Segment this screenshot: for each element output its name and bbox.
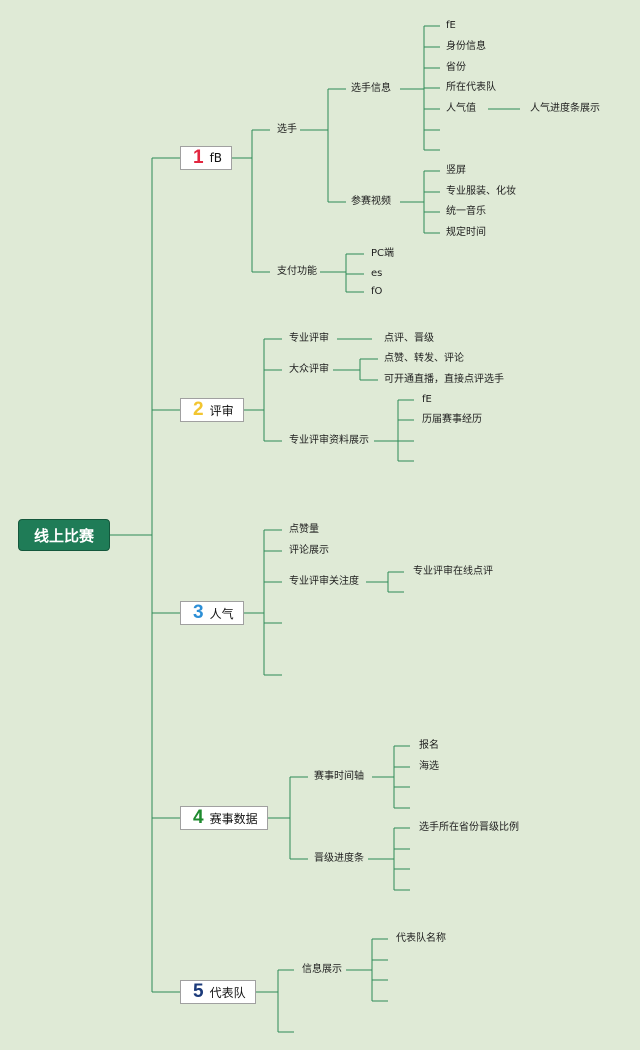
branch-3-number: 3: [193, 602, 204, 623]
node-profile-fe[interactable]: fE: [422, 394, 432, 405]
node-past-events[interactable]: 历届赛事经历: [422, 414, 482, 425]
node-identity-info[interactable]: 身份信息: [446, 41, 486, 52]
node-video[interactable]: 参赛视频: [351, 196, 391, 207]
node-likes[interactable]: 点赞量: [289, 524, 319, 535]
node-music[interactable]: 统一音乐: [446, 206, 486, 217]
branch-1-node[interactable]: 1 fB: [180, 146, 232, 170]
node-public-judge[interactable]: 大众评审: [289, 364, 329, 375]
node-time[interactable]: 规定时间: [446, 227, 486, 238]
branch-3-node[interactable]: 3 人气: [180, 601, 244, 625]
node-team-name[interactable]: 代表队名称: [396, 933, 446, 944]
node-fo[interactable]: fO: [371, 286, 383, 297]
node-info-fe[interactable]: fE: [446, 20, 456, 31]
node-province-ratio[interactable]: 选手所在省份晋级比例: [419, 822, 519, 833]
node-pro-profile[interactable]: 专业评审资料展示: [289, 435, 369, 446]
node-info-display[interactable]: 信息展示: [302, 964, 342, 975]
node-costume[interactable]: 专业服装、化妆: [446, 186, 516, 197]
node-player[interactable]: 选手: [277, 124, 297, 135]
node-comments[interactable]: 评论展示: [289, 545, 329, 556]
branch-2-node[interactable]: 2 评审: [180, 398, 244, 422]
node-popularity-value[interactable]: 人气值: [446, 103, 476, 114]
node-attention[interactable]: 专业评审关注度: [289, 576, 359, 587]
branch-4-number: 4: [193, 807, 204, 828]
node-pc[interactable]: PC端: [371, 248, 395, 259]
node-team[interactable]: 所在代表队: [446, 82, 496, 93]
node-live[interactable]: 可开通直播，直接点评选手: [384, 374, 504, 385]
node-pro-judge[interactable]: 专业评审: [289, 333, 329, 344]
branch-1-number: 1: [193, 147, 204, 168]
branch-2-label: 评审: [209, 403, 234, 418]
node-popularity-bar[interactable]: 人气进度条展示: [530, 103, 600, 114]
branch-4-label: 赛事数据: [209, 811, 258, 826]
branch-4-node[interactable]: 4 赛事数据: [180, 806, 268, 830]
node-payment[interactable]: 支付功能: [277, 266, 317, 277]
root-node[interactable]: 线上比赛: [18, 519, 110, 551]
node-timeline[interactable]: 赛事时间轴: [314, 771, 364, 782]
branch-1-label: fB: [209, 151, 223, 165]
node-player-info[interactable]: 选手信息: [351, 83, 391, 94]
node-audition[interactable]: 海选: [419, 761, 439, 772]
node-online-review[interactable]: 专业评审在线点评: [413, 566, 493, 577]
branch-5-node[interactable]: 5 代表队: [180, 980, 256, 1004]
branch-5-number: 5: [193, 981, 204, 1002]
node-vertical-screen[interactable]: 竖屏: [446, 165, 466, 176]
node-es[interactable]: es: [371, 268, 383, 279]
branch-5-label: 代表队: [209, 985, 246, 1000]
node-comment-promote[interactable]: 点评、晋级: [384, 333, 434, 344]
node-province[interactable]: 省份: [446, 62, 466, 73]
node-progress[interactable]: 晋级进度条: [314, 853, 364, 864]
branch-2-number: 2: [193, 399, 204, 420]
node-register[interactable]: 报名: [419, 740, 439, 751]
node-like-share[interactable]: 点赞、转发、评论: [384, 353, 464, 364]
branch-3-label: 人气: [209, 606, 234, 621]
